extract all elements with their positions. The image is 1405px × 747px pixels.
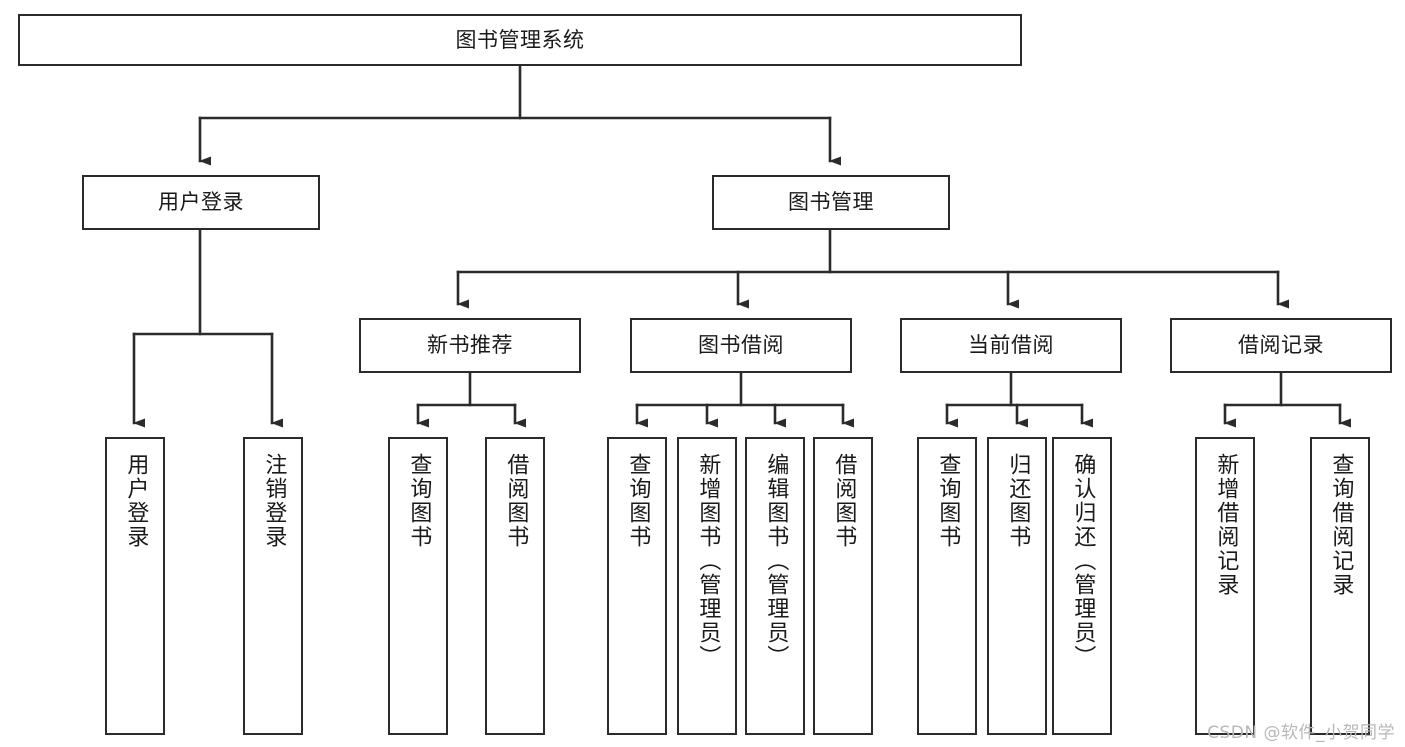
leaf-query-borrow-record[interactable]: 查询借阅记录 (1310, 437, 1370, 735)
leaf-user-login-label: 用户登录 (123, 453, 149, 549)
leaf-edit-book-admin[interactable]: 编辑图书（管理员） (745, 437, 805, 735)
node-current-borrow[interactable]: 当前借阅 (900, 318, 1122, 373)
leaf-user-login[interactable]: 用户登录 (105, 437, 165, 735)
leaf-query-borrow-record-label: 查询借阅记录 (1328, 453, 1354, 597)
node-user-login-label: 用户登录 (158, 190, 244, 215)
node-book-borrow[interactable]: 图书借阅 (630, 318, 852, 373)
node-new-book-recommend-label: 新书推荐 (427, 333, 513, 358)
leaf-borrow-book-label: 借阅图书 (831, 453, 857, 549)
leaf-edit-book-admin-label: 编辑图书（管理员） (763, 453, 789, 669)
node-user-login[interactable]: 用户登录 (82, 175, 320, 230)
leaf-query-book-current[interactable]: 查询图书 (917, 437, 977, 735)
leaf-user-logout[interactable]: 注销登录 (243, 437, 303, 735)
leaf-query-book-borrow[interactable]: 查询图书 (607, 437, 667, 735)
node-borrow-record[interactable]: 借阅记录 (1170, 318, 1392, 373)
leaf-borrow-book-recommend-label: 借阅图书 (503, 453, 529, 549)
leaf-confirm-return-admin[interactable]: 确认归还（管理员） (1052, 437, 1112, 735)
leaf-return-book[interactable]: 归还图书 (987, 437, 1047, 735)
node-new-book-recommend[interactable]: 新书推荐 (359, 318, 581, 373)
node-current-borrow-label: 当前借阅 (968, 333, 1054, 358)
csdn-watermark: CSDN @软件_小贺同学 (1207, 723, 1395, 743)
leaf-user-logout-label: 注销登录 (261, 453, 287, 549)
leaf-add-borrow-record-label: 新增借阅记录 (1213, 453, 1239, 597)
leaf-add-borrow-record[interactable]: 新增借阅记录 (1195, 437, 1255, 735)
node-borrow-record-label: 借阅记录 (1238, 333, 1324, 358)
leaf-borrow-book-recommend[interactable]: 借阅图书 (485, 437, 545, 735)
node-book-manage-label: 图书管理 (788, 190, 874, 215)
node-root-label: 图书管理系统 (455, 27, 585, 52)
leaf-confirm-return-admin-label: 确认归还（管理员） (1070, 453, 1096, 669)
leaf-query-book-current-label: 查询图书 (935, 453, 961, 549)
node-root[interactable]: 图书管理系统 (18, 14, 1022, 66)
leaf-return-book-label: 归还图书 (1005, 453, 1031, 549)
node-book-borrow-label: 图书借阅 (698, 333, 784, 358)
node-book-manage[interactable]: 图书管理 (712, 175, 950, 230)
leaf-query-book-recommend-label: 查询图书 (406, 453, 432, 549)
leaf-borrow-book[interactable]: 借阅图书 (813, 437, 873, 735)
leaf-query-book-borrow-label: 查询图书 (625, 453, 651, 549)
leaf-add-book-admin[interactable]: 新增图书（管理员） (677, 437, 737, 735)
leaf-query-book-recommend[interactable]: 查询图书 (388, 437, 448, 735)
leaf-add-book-admin-label: 新增图书（管理员） (695, 453, 721, 669)
